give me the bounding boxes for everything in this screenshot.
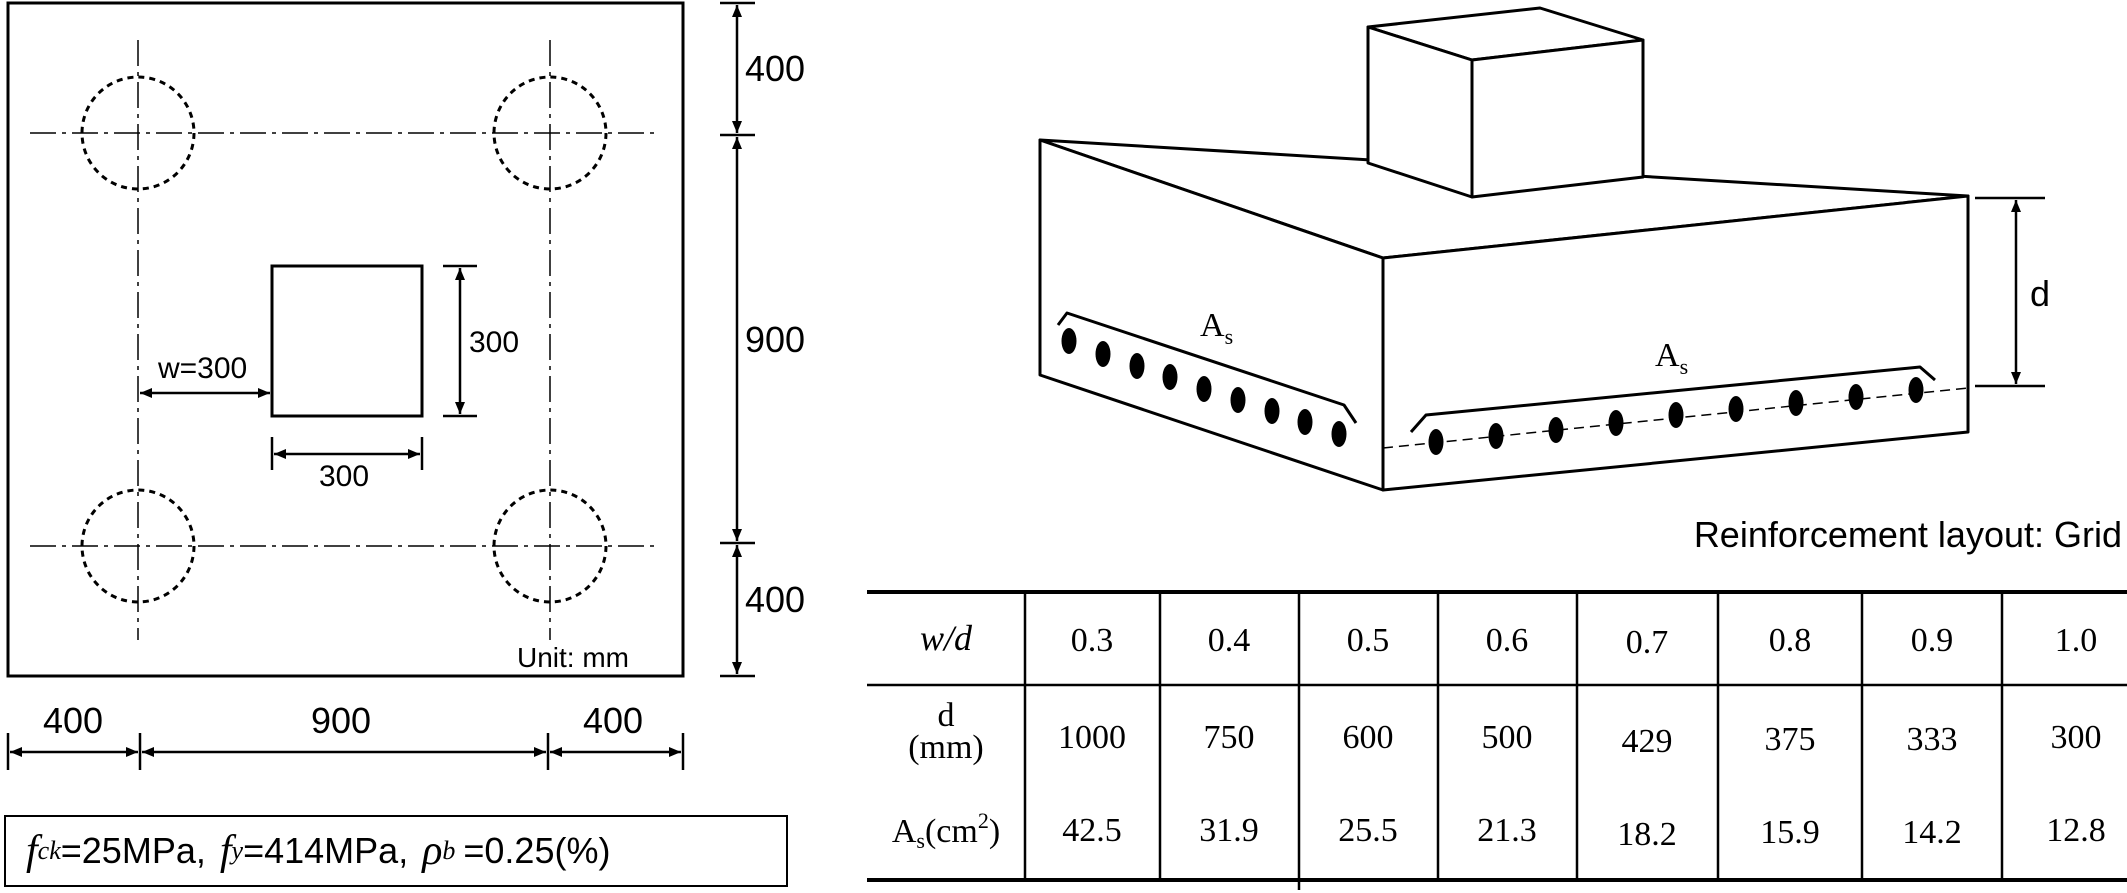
pile-cap-outline	[6, 1, 685, 678]
row-label-d-2: (mm)	[908, 729, 984, 766]
fy-subscript: y	[231, 836, 244, 865]
cell-d: 500	[1482, 719, 1533, 756]
cell-as: 31.9	[1199, 812, 1259, 849]
rebar-front-line	[1409, 365, 1936, 433]
fck-symbol: f	[26, 828, 38, 874]
cell-as: 12.8	[2046, 812, 2106, 849]
cell-wd: 0.5	[1347, 622, 1390, 659]
pile-centerlines	[30, 40, 660, 640]
results-table: w/d d (mm) As(cm2) 0.3 0.4 0.5 0.6 0.7 0…	[867, 590, 2127, 890]
right-dim-bottom: 400	[745, 579, 805, 620]
cell-d: 750	[1204, 719, 1255, 756]
column-width-dim	[270, 437, 424, 470]
bottom-dimensions	[6, 733, 685, 770]
d-label: d	[2030, 273, 2050, 314]
cell-as: 42.5	[1062, 812, 1122, 849]
cell-d: 1000	[1058, 719, 1126, 756]
cell-d: 429	[1622, 723, 1673, 760]
row-label-wd: w/d	[920, 618, 973, 658]
rebar-left-line	[1056, 311, 1358, 424]
column-front-face	[1470, 38, 1645, 199]
rho-value: =0.25(%)	[463, 830, 611, 871]
piles	[80, 75, 608, 604]
rho-subscript: b	[442, 836, 456, 865]
row-label-d-1: d	[938, 697, 955, 734]
cell-as: 14.2	[1902, 814, 1962, 851]
pile-bottom-left	[80, 488, 196, 604]
cell-wd: 0.7	[1626, 624, 1669, 661]
cell-d: 333	[1907, 721, 1958, 758]
fy-symbol: f	[219, 828, 232, 874]
column-width-label: 300	[319, 460, 369, 493]
right-dim-middle: 900	[745, 319, 805, 360]
rho-symbol: ρ	[422, 828, 443, 874]
rebar-left-bars	[1061, 328, 1347, 447]
bottom-dim-left: 400	[43, 700, 103, 741]
cell-wd: 0.9	[1911, 622, 1954, 659]
column-height-dim	[443, 264, 477, 418]
isometric-view	[1038, 6, 2045, 492]
cell-wd: 0.4	[1208, 622, 1251, 659]
column-height-label: 300	[469, 326, 519, 359]
wd-values: 0.3 0.4 0.5 0.6 0.7 0.8 0.9 1.0	[1071, 622, 2098, 661]
cell-as: 18.2	[1617, 816, 1677, 853]
rebar-front-bars	[1428, 377, 1924, 455]
column-plan	[270, 264, 424, 418]
reinforcement-layout-label: Reinforcement layout: Grid	[1694, 514, 2122, 555]
bottom-dim-middle: 900	[311, 700, 371, 741]
cell-d: 300	[2051, 719, 2102, 756]
right-dim-top: 400	[745, 48, 805, 89]
cell-d: 600	[1343, 719, 1394, 756]
w-label: w=300	[157, 352, 247, 385]
row-label-as: As(cm2)	[892, 808, 1000, 853]
fy-value: =414MPa,	[243, 830, 409, 871]
cell-as: 15.9	[1760, 814, 1820, 851]
d-values: 1000 750 600 500 429 375 333 300	[1058, 719, 2102, 760]
as-values: 42.5 31.9 25.5 21.3 18.2 15.9 14.2 12.8	[1062, 812, 2106, 853]
pile-top-right	[492, 75, 608, 191]
cell-wd: 1.0	[2055, 622, 2098, 659]
as-front-label: As	[1655, 337, 1688, 379]
cell-wd: 0.8	[1769, 622, 1812, 659]
cell-wd: 0.3	[1071, 622, 1114, 659]
cell-as: 21.3	[1477, 812, 1537, 849]
cell-d: 375	[1765, 721, 1816, 758]
fck-value: =25MPa,	[60, 830, 206, 871]
plan-view: 300 300 w=300 Unit: mm 400 900 400	[6, 1, 805, 770]
cell-as: 25.5	[1338, 812, 1398, 849]
pile-top-left	[80, 75, 196, 191]
pile-bottom-right	[492, 488, 608, 604]
right-dimensions	[720, 1, 755, 678]
bottom-dim-right: 400	[583, 700, 643, 741]
unit-label: Unit: mm	[517, 642, 629, 673]
as-left-label: As	[1200, 307, 1233, 349]
fck-subscript: ck	[37, 836, 61, 865]
cell-wd: 0.6	[1486, 622, 1529, 659]
footing-front-face	[1381, 194, 1970, 492]
